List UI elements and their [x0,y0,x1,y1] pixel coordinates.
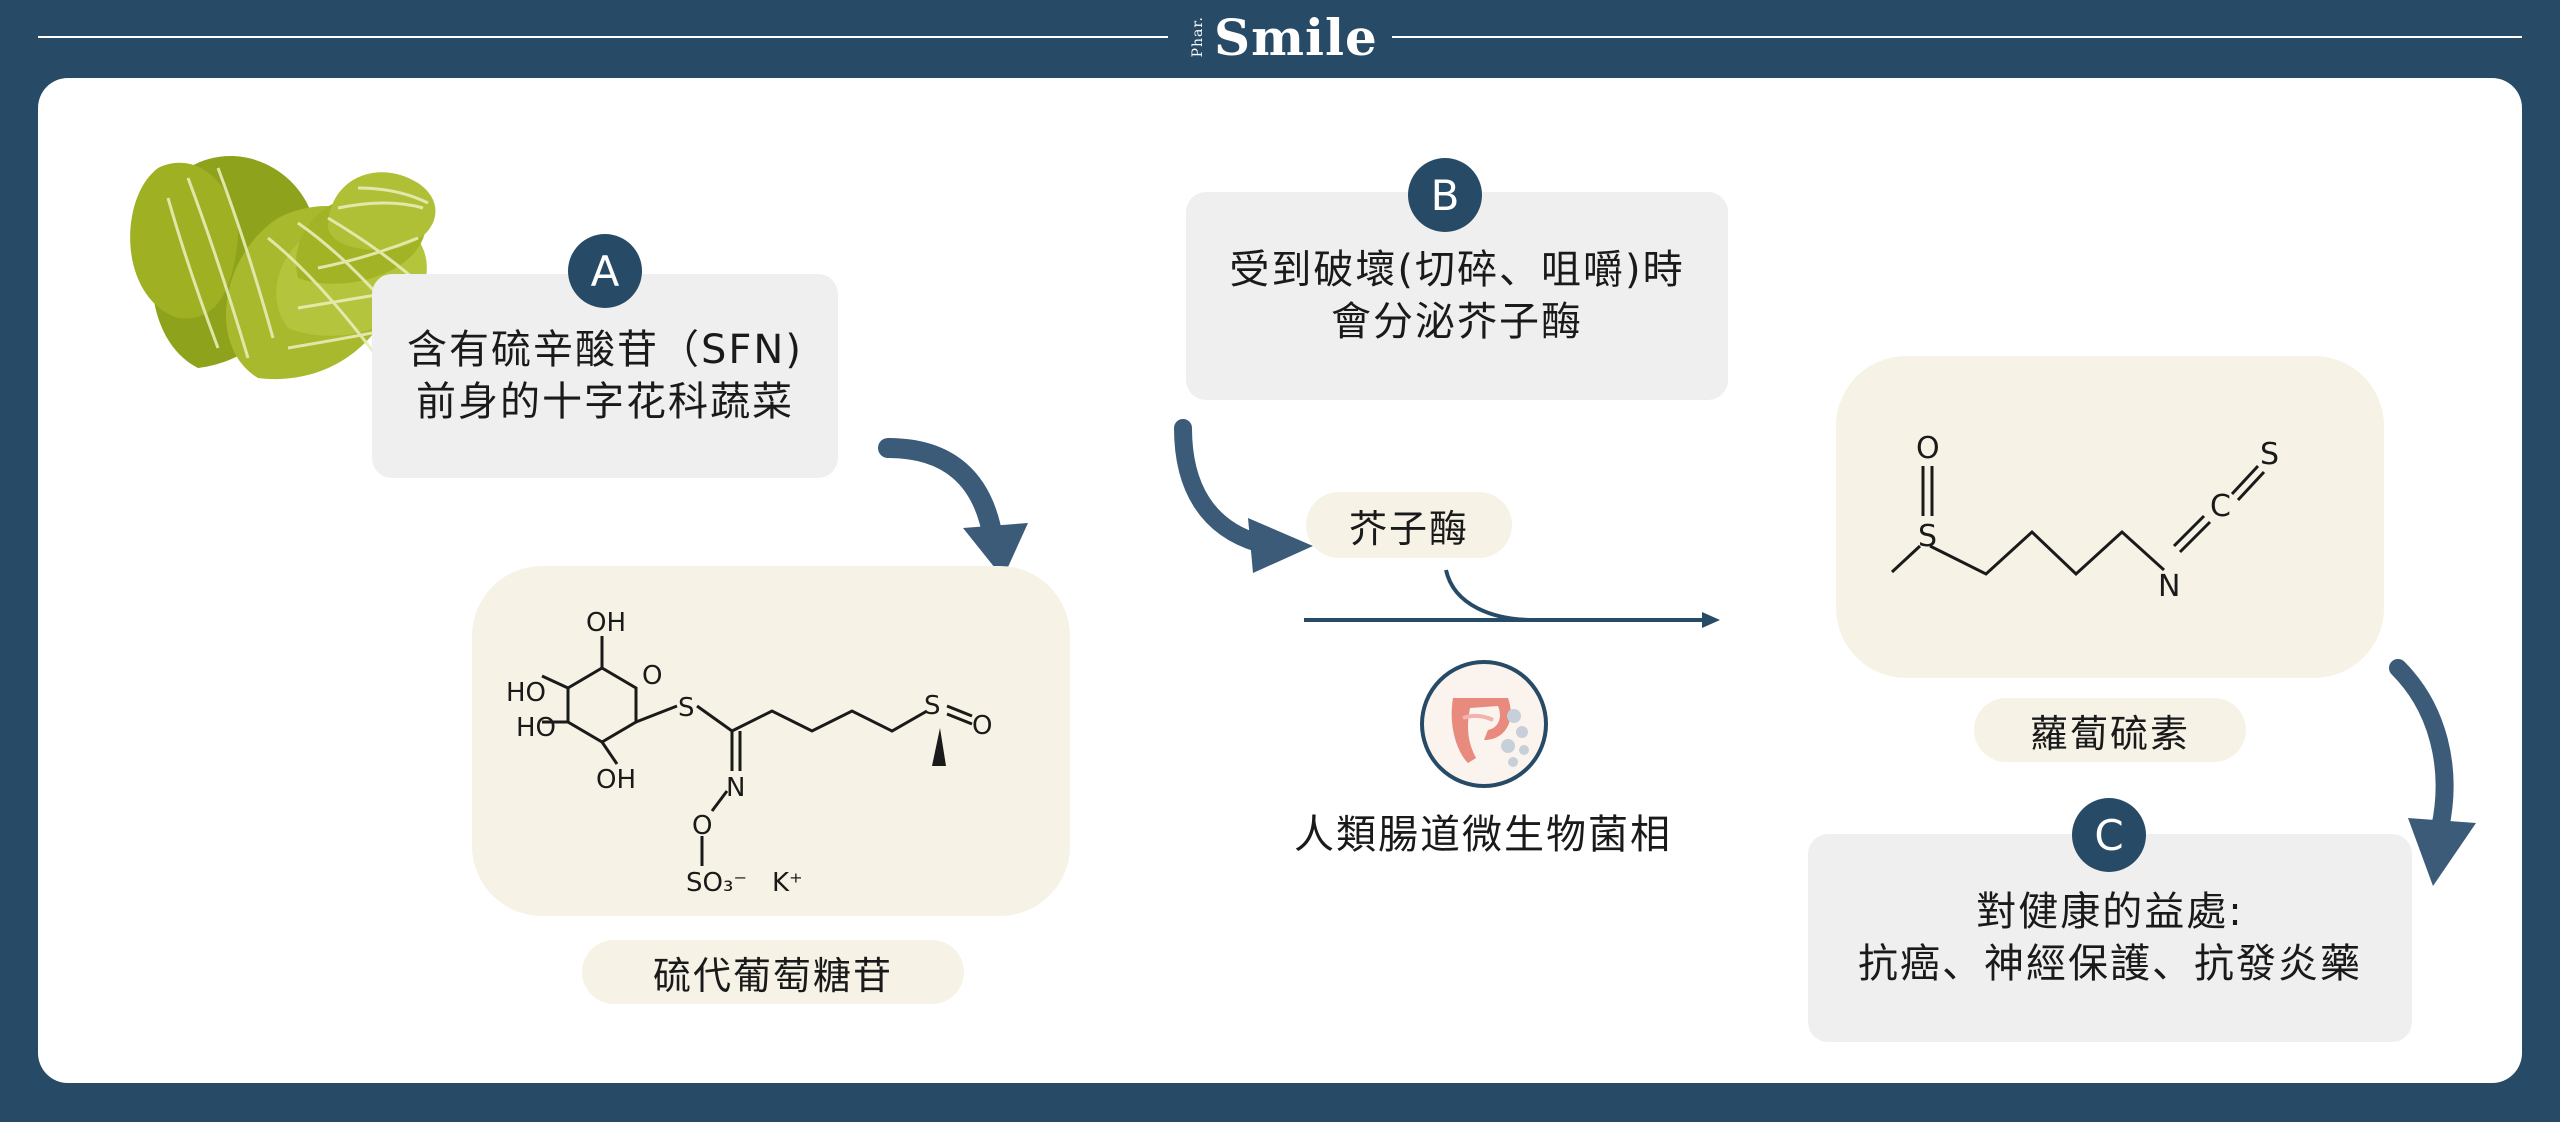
atom-s-link: S [678,693,695,723]
atom-o-ox: O [692,811,712,841]
intestine-icon [1420,660,1548,788]
glucosinolate-structure-icon: OH O S HO HO OH N O SO₃⁻ K⁺ S O [506,608,992,898]
glucosinolate-structure-panel: OH O S HO HO OH N O SO₃⁻ K⁺ S O [472,566,1070,916]
atom-s1: S [1918,519,1937,554]
step-b-line2: 會分泌芥子酶 [1331,299,1583,345]
reaction-arrow-icon [1304,569,1720,628]
atom-s-sulfoxide: S [924,691,941,721]
atom-oh-bottom: OH [596,765,636,795]
step-a-line2: 前身的十字花科蔬菜 [416,379,794,425]
atom-o-sulfoxide: O [972,711,992,741]
atom-o-ring: O [642,661,662,691]
enzyme-label: 芥子酶 [1306,492,1512,558]
cruciferous-vegetable-icon [130,156,436,380]
atom-s2: S [2260,437,2279,472]
sulforaphane-label: 蘿蔔硫素 [1974,698,2246,762]
header-line-left [38,36,1168,38]
diagram-card: 含有硫辛酸苷（SFN) 前身的十字花科蔬菜 A [38,78,2522,1083]
curved-arrow-icon [1174,419,1313,573]
atom-ho-1: HO [506,678,546,708]
brand-logo: Phar. Smile [1190,2,1378,72]
atom-n: N [2158,569,2180,604]
sulforaphane-structure-panel: O S N C S [1836,356,2384,678]
curved-arrow-icon [2389,659,2476,886]
atom-k: K⁺ [772,868,803,898]
step-c-badge: C [2072,798,2146,872]
step-a-panel: 含有硫辛酸苷（SFN) 前身的十字花科蔬菜 [372,274,838,478]
atom-oh-top: OH [586,608,626,638]
step-c-line2: 抗癌、神經保護、抗發炎藥 [1858,941,2362,987]
sulforaphane-structure-icon: O S N C S [1890,431,2279,604]
atom-ho-2: HO [516,713,556,743]
atom-c: C [2210,489,2231,524]
atom-n: N [726,773,745,803]
atom-so3: SO₃⁻ [686,868,747,898]
gut-microbiome-label: 人類腸道微生物菌相 [1294,812,1672,858]
header-line-right [1392,36,2522,38]
step-b-badge: B [1408,158,1482,232]
step-a-badge: A [568,234,642,308]
atom-o: O [1916,431,1940,466]
step-c-line1: 對健康的益處: [1976,889,2244,935]
step-b-line1: 受到破壞(切碎、咀嚼)時 [1229,247,1685,293]
brand-small-text: Phar. [1190,16,1206,58]
glucosinolate-label: 硫代葡萄糖苷 [582,940,964,1004]
curved-arrow-icon [878,438,1028,578]
brand-name: Smile [1214,7,1378,67]
step-a-line1: 含有硫辛酸苷（SFN) [407,327,803,373]
